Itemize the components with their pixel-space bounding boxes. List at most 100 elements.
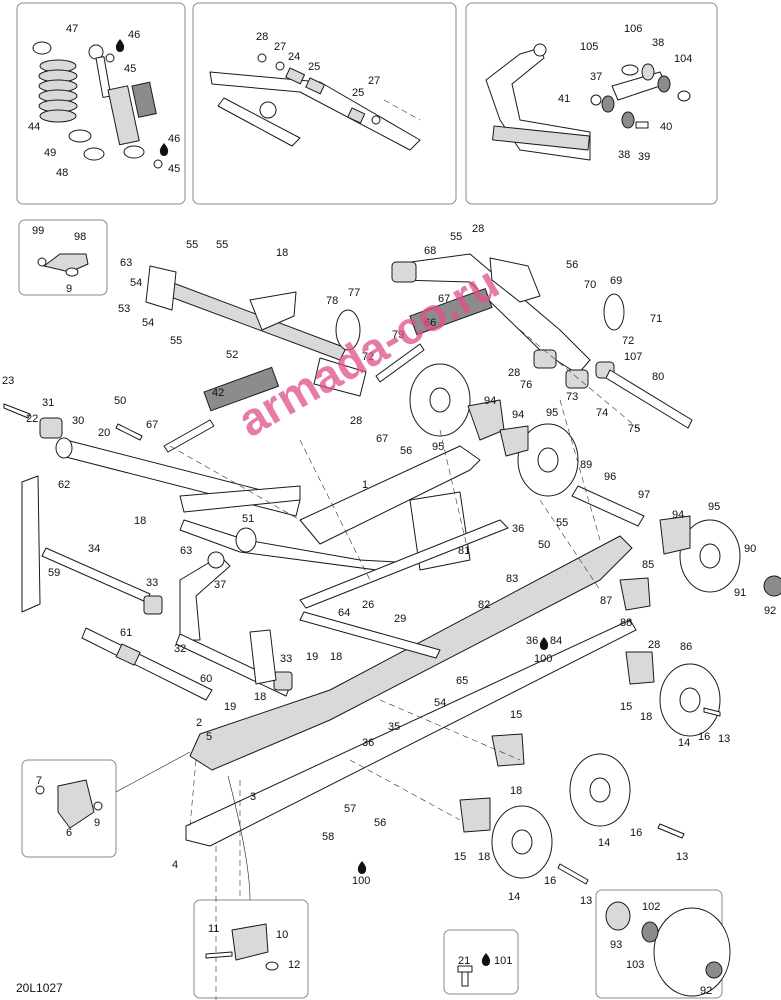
part-callout: 12: [288, 959, 300, 971]
part-callout: 68: [424, 245, 436, 257]
part-callout: 37: [590, 71, 602, 83]
part-callout: 19: [224, 701, 236, 713]
lubricant-drop-icons: [115, 39, 549, 966]
part-callout: 95: [708, 501, 720, 513]
part-callout: 35: [388, 721, 400, 733]
part-callout: 18: [134, 515, 146, 527]
part-callout: 28: [508, 367, 520, 379]
diagram-code: 20L1027: [16, 981, 63, 995]
idler-wheel-14b: [569, 753, 631, 827]
part-callout: 54: [434, 697, 446, 709]
part-callout: 64: [338, 607, 350, 619]
spring-44: [38, 59, 78, 123]
part-callout: 13: [676, 851, 688, 863]
part-callout: 67: [376, 433, 388, 445]
part-callout: 81: [458, 545, 470, 557]
part-callout: 67: [438, 293, 450, 305]
part-callout: 45: [168, 163, 180, 175]
part-callout: 106: [624, 23, 642, 35]
part-callout: 46: [128, 29, 140, 41]
part-callout: 36: [526, 635, 538, 647]
part-callout: 47: [66, 23, 78, 35]
part-callout: 61: [120, 627, 132, 639]
part-callout: 105: [580, 41, 598, 53]
part-callout: 77: [348, 287, 360, 299]
part-callout: 63: [180, 545, 192, 557]
clip-drawing: [37, 253, 89, 277]
part-callout: 76: [520, 379, 532, 391]
part-callout: 55: [556, 517, 568, 529]
part-callout: 23: [2, 375, 14, 387]
part-callout: 51: [242, 513, 254, 525]
lubricant-drop-icon: [481, 953, 491, 966]
part-callout: 80: [652, 371, 664, 383]
part-callout: 56: [566, 259, 578, 271]
part-callout: 32: [174, 643, 186, 655]
part-callout: 49: [44, 147, 56, 159]
part-callout: 27: [274, 41, 286, 53]
part-callout: 38: [652, 37, 664, 49]
lubricant-drop-icon: [539, 637, 549, 650]
part-callout: 28: [648, 639, 660, 651]
part-callout: 83: [506, 573, 518, 585]
part-callout: 27: [368, 75, 380, 87]
part-callout: 56: [400, 445, 412, 457]
part-callout: 96: [604, 471, 616, 483]
part-callout: 72: [622, 335, 634, 347]
part-callout: 79: [392, 329, 404, 341]
part-callout: 86: [680, 641, 692, 653]
lubricant-drop-icon: [115, 39, 125, 52]
part-callout: 100: [352, 875, 370, 887]
part-callout: 14: [508, 891, 520, 903]
part-callout: 14: [678, 737, 690, 749]
part-callout: 16: [698, 731, 710, 743]
part-callout: 55: [216, 239, 228, 251]
part-callout: 6: [66, 827, 72, 839]
part-callout: 88: [620, 617, 632, 629]
part-callout: 25: [308, 61, 320, 73]
hub-drawing: [605, 901, 731, 997]
part-callout: 73: [566, 391, 578, 403]
part-callout: 95: [432, 441, 444, 453]
part-callout: 18: [510, 785, 522, 797]
part-callout: 59: [48, 567, 60, 579]
part-callout: 84: [550, 635, 562, 647]
part-callout: 94: [512, 409, 524, 421]
part-callout: 4: [172, 859, 178, 871]
part-callout: 15: [620, 701, 632, 713]
idler-wheel-14a: [659, 663, 721, 737]
part-callout: 62: [58, 479, 70, 491]
part-callout: 42: [212, 387, 224, 399]
part-callout: 63: [120, 257, 132, 269]
part-callout: 71: [650, 313, 662, 325]
part-callout: 70: [584, 279, 596, 291]
part-callout: 67: [146, 419, 158, 431]
part-callout: 90: [744, 543, 756, 555]
slide-rail-right: [189, 535, 633, 771]
part-callout: 107: [624, 351, 642, 363]
front-arm: [151, 277, 347, 361]
part-callout: 29: [394, 613, 406, 625]
part-callout: 45: [124, 63, 136, 75]
shock-absorber: [88, 44, 163, 169]
part-callout: 28: [472, 223, 484, 235]
part-callout: 16: [630, 827, 642, 839]
part-callout: 50: [538, 539, 550, 551]
part-callout: 102: [642, 901, 660, 913]
part-callout: 18: [330, 651, 342, 663]
idler-wheel-95b: [517, 423, 579, 497]
part-callout: 58: [322, 831, 334, 843]
detail-leaders: [115, 751, 251, 901]
rear-link-drawing: [485, 43, 691, 161]
part-callout: 41: [558, 93, 570, 105]
part-callout: 92: [764, 605, 776, 617]
idler-wheel-95c: [679, 519, 741, 593]
part-callout: 74: [596, 407, 608, 419]
part-callout: 28: [350, 415, 362, 427]
part-callout: 87: [600, 595, 612, 607]
part-callout: 11: [208, 923, 219, 935]
part-callout: 69: [610, 275, 622, 287]
part-callout: 55: [450, 231, 462, 243]
